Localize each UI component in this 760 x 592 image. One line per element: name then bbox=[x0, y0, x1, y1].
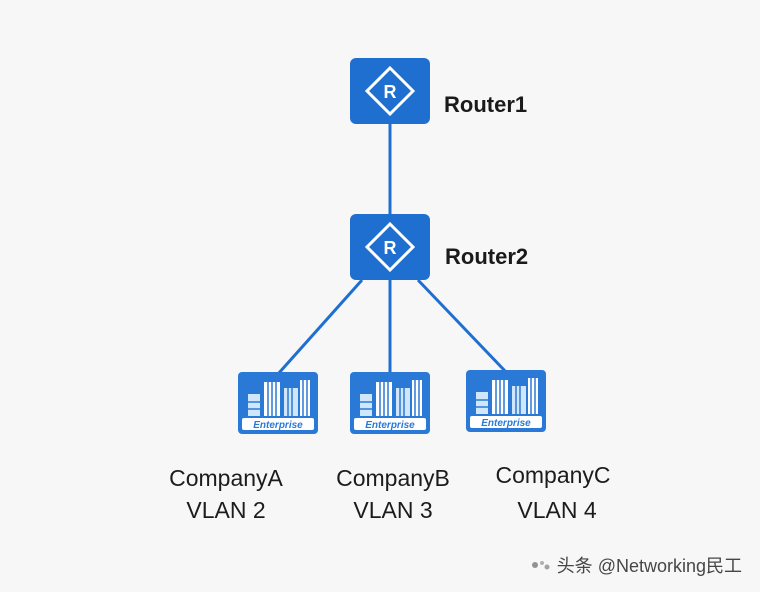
companyA-enterprise-icon[interactable]: Enterprise bbox=[237, 371, 319, 435]
router1-glyph: R bbox=[384, 82, 397, 102]
link-router2-companyA bbox=[276, 279, 364, 375]
companyA-vlan: VLAN 2 bbox=[186, 497, 266, 523]
router-diamond bbox=[364, 65, 416, 117]
router2-label: Router2 bbox=[445, 244, 529, 269]
companyC-vlan: VLAN 4 bbox=[517, 497, 597, 523]
companyB-vlan: VLAN 3 bbox=[353, 497, 433, 523]
router2-box bbox=[350, 214, 430, 280]
companyC-enterprise-icon[interactable]: Enterprise bbox=[465, 369, 547, 433]
companyC-name: CompanyC bbox=[495, 462, 611, 488]
companyB-enterprise-icon[interactable]: Enterprise bbox=[349, 371, 431, 435]
enterprise-badge: Enterprise bbox=[365, 420, 415, 431]
router1-label: Router1 bbox=[444, 92, 528, 117]
enterprise-badge: Enterprise bbox=[253, 420, 303, 431]
watermark-logo-icon bbox=[531, 561, 550, 570]
watermark: 头条 @Networking民工 bbox=[529, 552, 742, 578]
router1-box bbox=[350, 58, 430, 124]
router1-node[interactable]: R bbox=[350, 58, 430, 124]
link-router2-companyC bbox=[416, 278, 508, 374]
companyA-name: CompanyA bbox=[169, 465, 283, 491]
enterprise-badge: Enterprise bbox=[481, 418, 531, 429]
watermark-text: 头条 @Networking民工 bbox=[556, 556, 742, 576]
router2-node[interactable]: R bbox=[350, 214, 430, 280]
companyB-name: CompanyB bbox=[336, 465, 450, 491]
router-diamond bbox=[364, 221, 416, 273]
router2-glyph: R bbox=[384, 238, 397, 258]
